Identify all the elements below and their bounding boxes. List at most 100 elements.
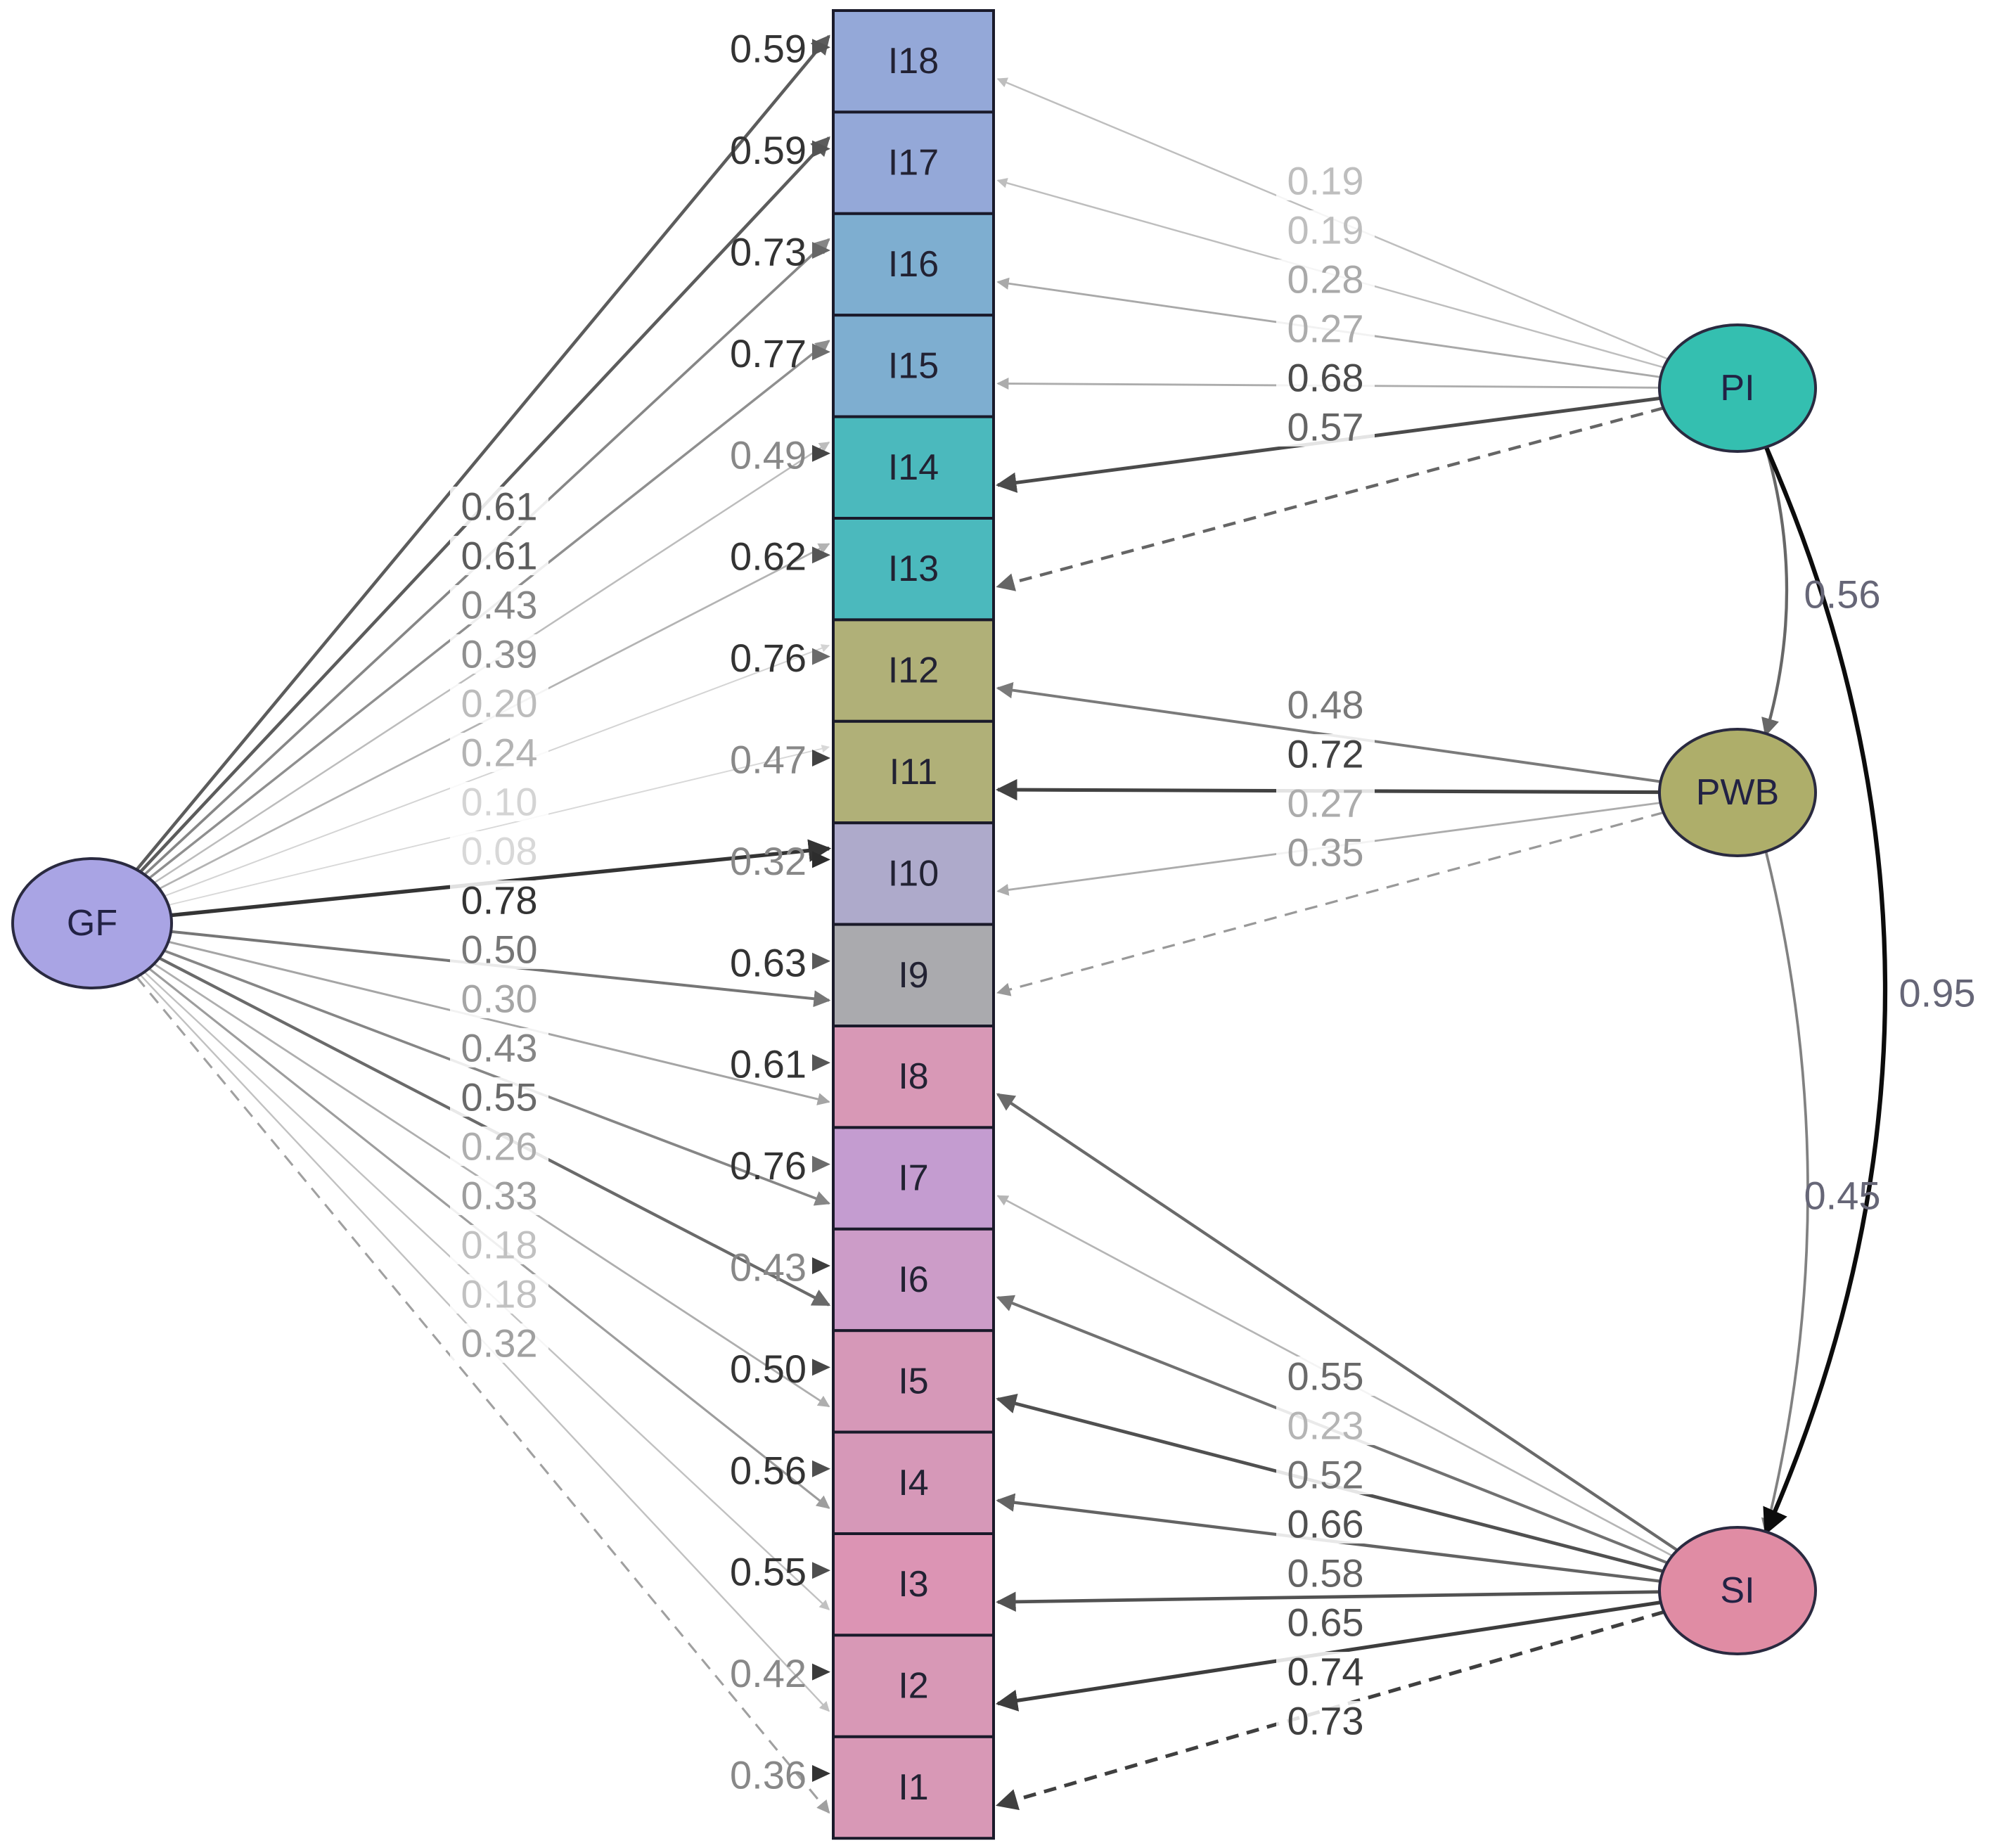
gf-loading-label-i17: 0.61	[461, 534, 538, 578]
item-rect	[832, 9, 995, 114]
gf-loading-path-i1	[136, 976, 830, 1814]
pi-loading-label-i14: 0.68	[1287, 356, 1364, 400]
item-label: I12	[888, 650, 939, 691]
label-halo	[1276, 309, 1375, 348]
label-halo	[1276, 685, 1375, 724]
residual-label-i16: 0.73	[730, 230, 807, 274]
si-loading-label-i1: 0.73	[1287, 1699, 1364, 1743]
gf-loading-label-i11: 0.08	[461, 829, 538, 873]
covariance-pi-pwb-label: 0.56	[1804, 572, 1881, 617]
item-rect	[832, 1735, 995, 1840]
latent-ellipse	[1658, 728, 1817, 857]
label-halo	[1276, 259, 1375, 299]
si-loading-path-i3	[996, 1590, 1660, 1612]
residual-label-i17: 0.59	[730, 128, 807, 172]
si-loading-path-i8	[996, 1093, 1678, 1552]
residual-label-i12: 0.76	[730, 636, 807, 680]
gf-loading-label-i6: 0.55	[461, 1075, 538, 1119]
item-label: I14	[888, 447, 939, 488]
label-halo	[450, 1028, 548, 1067]
gf-loading-label-i14: 0.20	[461, 681, 538, 726]
pi-loading-label-i15: 0.27	[1287, 307, 1364, 351]
residual-label-i4: 0.56	[730, 1448, 807, 1492]
item-box-i17: I17	[832, 110, 995, 215]
gf-loading-label-i18: 0.61	[461, 485, 538, 529]
item-rect	[832, 719, 995, 825]
residual-label-i6: 0.43	[730, 1245, 807, 1290]
covariance-pi-si-label: 0.95	[1899, 971, 1976, 1015]
item-label: I7	[898, 1158, 928, 1199]
item-rect	[832, 923, 995, 1027]
residual-label-i15: 0.77	[730, 331, 807, 376]
item-label: I2	[898, 1666, 928, 1707]
residual-label-i10: 0.32	[730, 839, 807, 883]
item-box-i9: I9	[832, 923, 995, 1027]
residual-label-i8: 0.61	[730, 1042, 807, 1086]
residual-label-i5: 0.50	[730, 1347, 807, 1391]
residual-arrow-icon	[812, 952, 830, 970]
pwb-loading-label-i11: 0.72	[1287, 732, 1364, 776]
residual-label-i18: 0.59	[730, 27, 807, 71]
item-rect	[832, 314, 995, 418]
item-box-i18: I18	[832, 9, 995, 114]
covariance-pwb-si-label: 0.45	[1804, 1174, 1881, 1218]
gf-loading-label-i13: 0.24	[461, 731, 538, 775]
residual-arrow-icon	[812, 1562, 830, 1579]
item-label: I10	[888, 853, 939, 894]
item-box-i13: I13	[832, 517, 995, 622]
pi-loading-label-i16: 0.28	[1287, 257, 1364, 302]
label-halo	[450, 880, 548, 920]
item-label: I13	[888, 548, 939, 589]
label-halo	[450, 634, 548, 674]
residual-arrow-icon	[812, 1054, 830, 1072]
gf-loading-label-i16: 0.43	[461, 583, 538, 627]
item-rect	[832, 110, 995, 215]
covariance-pi-si	[1744, 418, 1888, 1536]
label-halo	[1276, 1356, 1375, 1396]
label-halo	[450, 1176, 548, 1215]
latent-ellipse	[11, 857, 173, 989]
label-halo	[1276, 833, 1375, 872]
latent-ellipse	[1658, 1526, 1817, 1655]
label-halo	[1276, 407, 1375, 447]
residual-arrow-icon	[812, 1765, 830, 1782]
latent-ellipse	[1658, 323, 1817, 453]
item-box-i1: I1	[832, 1735, 995, 1840]
label-halo	[450, 1127, 548, 1166]
si-loading-label-i3: 0.65	[1287, 1600, 1364, 1645]
item-label: I15	[888, 345, 939, 386]
label-halo	[1276, 1406, 1375, 1445]
pwb-loading-label-i12: 0.48	[1287, 683, 1364, 727]
item-box-i10: I10	[832, 821, 995, 926]
gf-loading-label-i12: 0.10	[461, 780, 538, 824]
label-halo	[450, 1225, 548, 1264]
residual-arrow-icon	[812, 851, 830, 868]
pwb-loading-label-i9: 0.35	[1287, 830, 1364, 875]
item-label: I1	[898, 1767, 928, 1808]
item-rect	[832, 1329, 995, 1434]
edges-layer	[135, 34, 1888, 1814]
label-halo	[450, 1077, 548, 1117]
label-halo	[450, 1323, 548, 1363]
gf-loading-label-i4: 0.33	[461, 1174, 538, 1218]
latent-factor-pi: PI	[1658, 323, 1817, 453]
residual-arrow-icon	[812, 750, 830, 766]
residual-arrow-icon	[812, 1257, 830, 1274]
item-label: I4	[898, 1463, 928, 1503]
residual-label-i2: 0.42	[730, 1651, 807, 1695]
label-halo	[1276, 1455, 1375, 1494]
item-rect	[832, 415, 995, 520]
item-label: I3	[898, 1564, 928, 1605]
residual-arrow-icon	[812, 444, 830, 462]
item-box-i5: I5	[832, 1329, 995, 1434]
latent-label: GF	[67, 903, 117, 944]
item-box-i8: I8	[832, 1025, 995, 1129]
item-label: I18	[888, 41, 939, 82]
residual-label-i11: 0.47	[730, 738, 807, 782]
label-halo	[450, 979, 548, 1018]
gf-loading-label-i7: 0.43	[461, 1026, 538, 1070]
si-loading-label-i8: 0.55	[1287, 1354, 1364, 1399]
item-label: I9	[898, 955, 928, 996]
item-box-i6: I6	[832, 1227, 995, 1333]
